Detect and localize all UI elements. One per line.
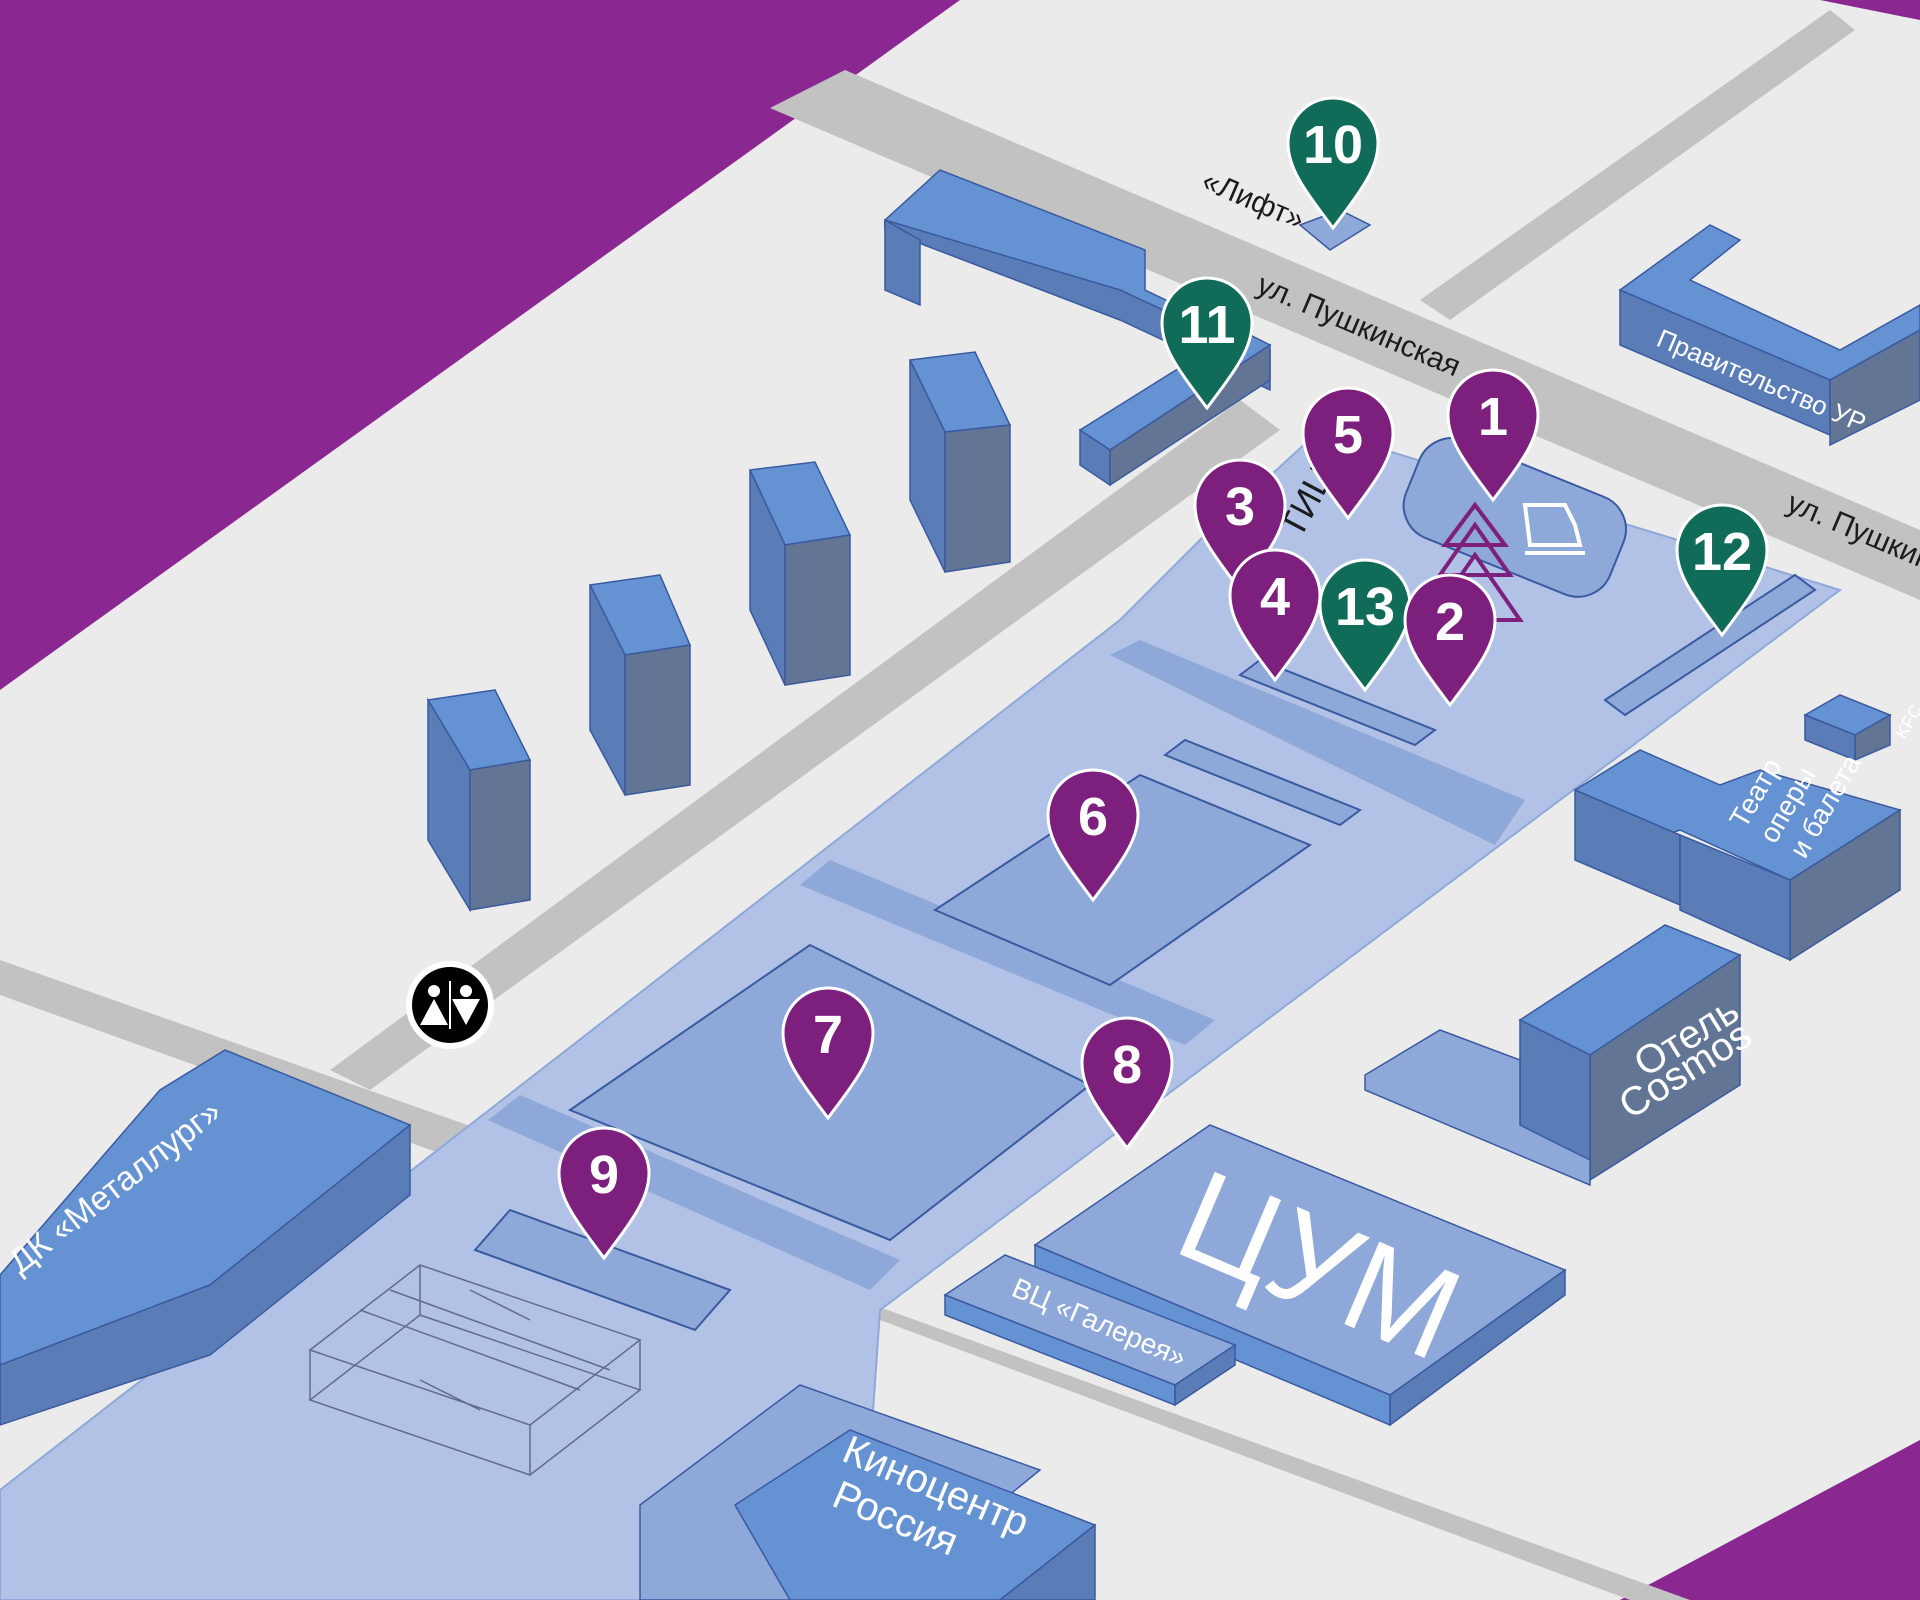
pin-marker-icon — [1301, 386, 1395, 521]
road-diagonal-upper — [330, 400, 1280, 1090]
pin-8[interactable]: 8 — [1080, 1016, 1174, 1151]
plaza-strip-9 — [473, 1208, 732, 1332]
road-pushkinskaya — [770, 70, 1920, 600]
pin-1-label: 1 — [1478, 387, 1508, 447]
building-metallurg-side — [0, 1123, 411, 1426]
pin-marker-icon — [1080, 1016, 1174, 1151]
pin-11[interactable]: 11 — [1160, 276, 1254, 411]
pin-marker-icon — [1046, 768, 1140, 903]
building-kfc-front — [1804, 713, 1856, 762]
plaza-strip-6 — [1162, 738, 1363, 827]
pin-7[interactable]: 7 — [781, 986, 875, 1121]
building-cinema-side — [998, 1523, 1096, 1600]
ice-skate-icon — [1522, 503, 1585, 555]
pin-6-label: 6 — [1078, 787, 1108, 847]
building-gallery-side — [1174, 1343, 1236, 1407]
pin-10-label: 10 — [1303, 115, 1363, 175]
pin-marker-icon — [1403, 573, 1497, 708]
pin-9-label: 9 — [589, 1145, 619, 1205]
pin-12-label: 12 — [1692, 522, 1752, 582]
building-government-end — [1829, 329, 1920, 447]
plaza-band-2 — [800, 860, 1215, 1045]
plaza-band-1 — [1110, 640, 1525, 845]
pin-5-label: 5 — [1333, 405, 1363, 465]
pin-marker-icon — [557, 1126, 651, 1261]
pin-marker-icon — [1446, 368, 1540, 503]
pin-marker-icon — [1228, 548, 1322, 683]
pin-marker-icon — [1286, 96, 1380, 231]
plaza-strip-front — [1237, 658, 1438, 747]
pin-marker-icon — [1675, 503, 1769, 638]
buildings — [0, 169, 1920, 1600]
pin-marker-icon — [781, 986, 875, 1121]
tower-3-side — [784, 534, 851, 686]
pin-11-label: 11 — [1178, 295, 1235, 355]
tower-2-side — [624, 644, 691, 796]
building-tsum-front — [1034, 1243, 1391, 1427]
ice-rink — [1402, 437, 1627, 598]
map-pins: 1 5 3 4 13 2 10 11 — [557, 96, 1769, 1261]
pin-10[interactable]: 10 — [1286, 96, 1380, 231]
pin-13-label: 13 — [1335, 577, 1395, 637]
wireframe-structure — [308, 1264, 642, 1476]
pin-3-label: 3 — [1225, 477, 1255, 537]
pin-12[interactable]: 12 — [1675, 503, 1769, 638]
pin-4-label: 4 — [1260, 567, 1290, 627]
pin-2[interactable]: 2 — [1403, 573, 1497, 708]
pin-9[interactable]: 9 — [557, 1126, 651, 1261]
road-south — [860, 1300, 1690, 1600]
building-north-left — [884, 218, 921, 307]
pin-8-label: 8 — [1112, 1035, 1142, 1095]
pin-7-label: 7 — [813, 1005, 843, 1065]
road-north — [1420, 10, 1855, 320]
tower-4-side — [944, 424, 1011, 573]
building-hotel-base — [1364, 1029, 1591, 1187]
pin-4[interactable]: 4 — [1228, 548, 1322, 683]
pin-5[interactable]: 5 — [1301, 386, 1395, 521]
pin-marker-icon — [1160, 276, 1254, 411]
pin-1[interactable]: 1 — [1446, 368, 1540, 503]
pin-6[interactable]: 6 — [1046, 768, 1140, 903]
pin-2-label: 2 — [1435, 592, 1465, 652]
tower-1-side — [469, 759, 531, 911]
building-theatre-front2 — [1679, 833, 1791, 962]
toilet-icon[interactable] — [406, 961, 494, 1049]
